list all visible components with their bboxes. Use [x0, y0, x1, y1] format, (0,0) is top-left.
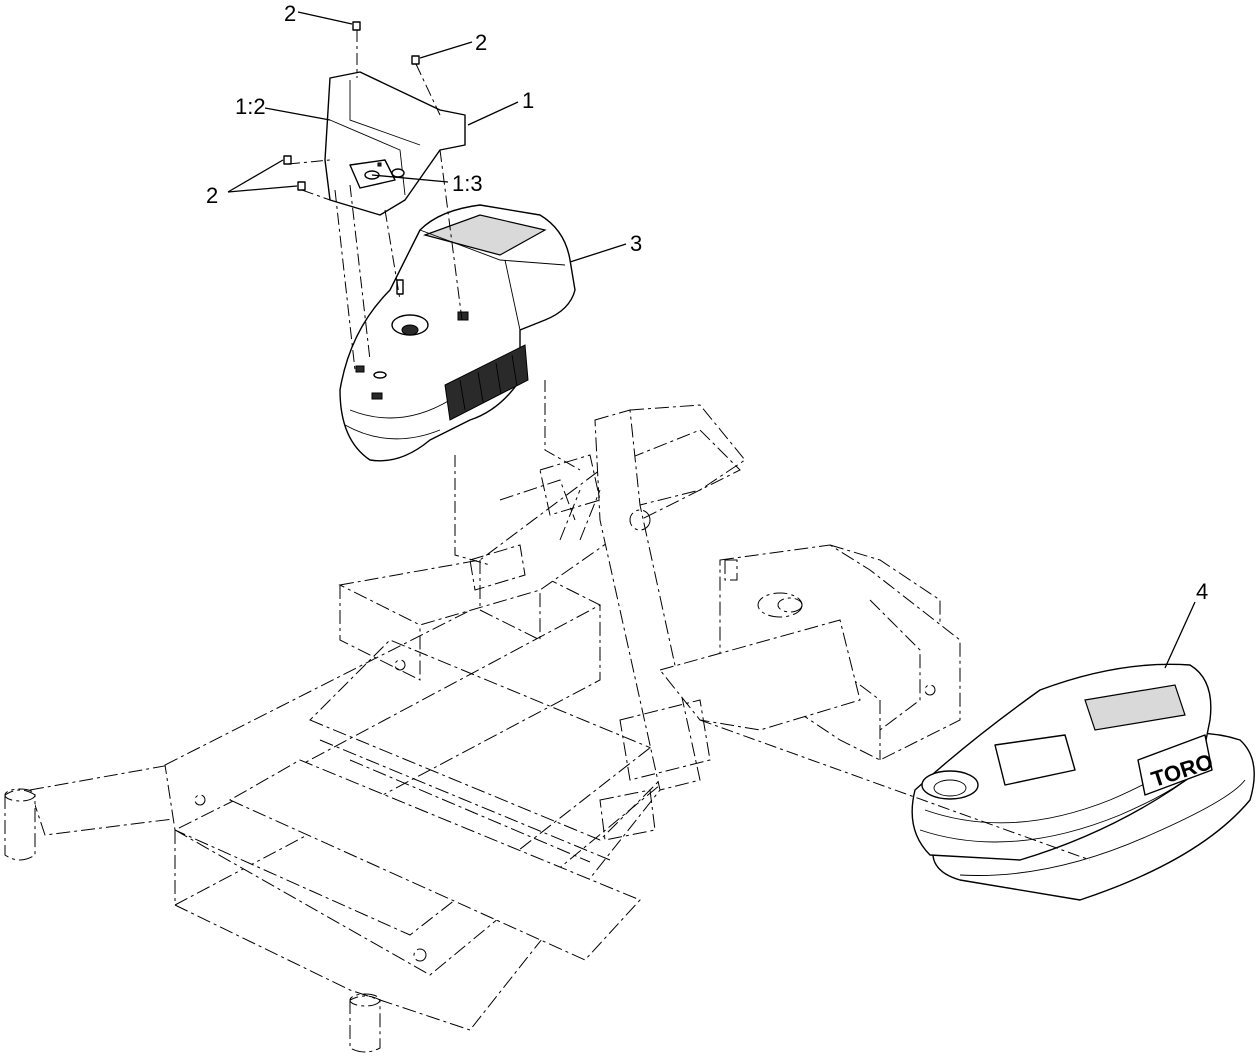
assembly-lines [287, 30, 1091, 861]
bracket-part-1 [324, 71, 466, 216]
screw-part-2-left-a [283, 155, 292, 165]
callout-1: 1 [522, 88, 534, 113]
screw-part-2-right [411, 55, 420, 65]
leader-lines [227, 11, 1196, 669]
callout-1-3: 1:3 [452, 171, 483, 196]
callout-2-left: 2 [206, 183, 218, 208]
mower-frame [4, 404, 961, 1053]
callout-4: 4 [1196, 579, 1208, 604]
callout-1-2: 1:2 [235, 94, 266, 119]
console-part-4: TORO [911, 663, 1255, 901]
callout-2-top: 2 [284, 1, 296, 26]
callout-2-right: 2 [475, 30, 487, 55]
callout-3: 3 [630, 231, 642, 256]
screw-part-2-top [352, 21, 361, 31]
screw-part-2-left-b [297, 181, 306, 191]
fuel-tank-part-3 [339, 204, 576, 462]
